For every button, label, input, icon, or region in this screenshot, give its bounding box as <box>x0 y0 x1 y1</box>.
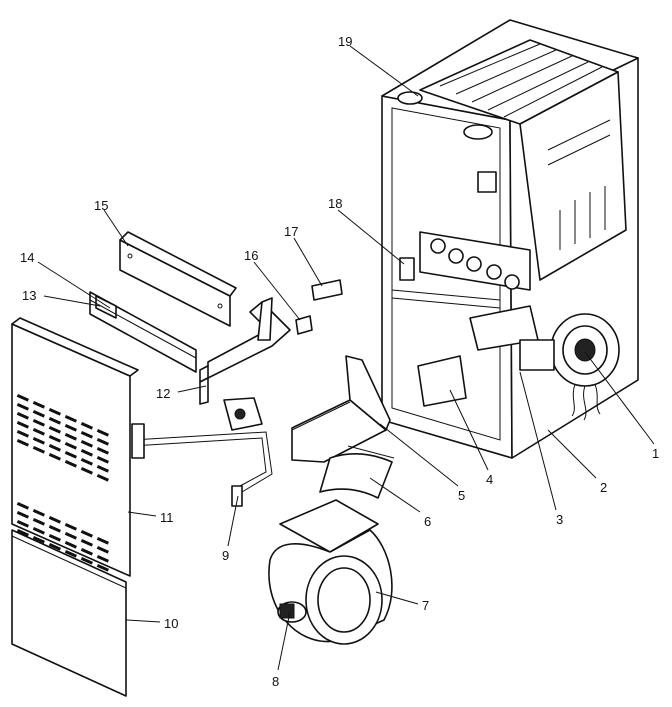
callout-14: 14 <box>20 250 34 265</box>
vent-slot <box>48 426 61 434</box>
vent-slot <box>32 518 45 526</box>
part-13-14-filter-rail <box>89 291 197 373</box>
burner-assembly <box>419 231 531 291</box>
vent-slot <box>80 421 93 430</box>
part-17-clip <box>311 279 343 301</box>
callout-13: 13 <box>22 288 36 303</box>
vent-slot <box>80 431 93 439</box>
vent-slot <box>96 429 109 437</box>
part-15-bracket <box>119 231 237 327</box>
vent-slot <box>16 430 29 438</box>
vent-slot <box>32 427 45 436</box>
vent-slot <box>64 460 77 468</box>
part-8-motor <box>277 601 307 623</box>
vent-slot <box>64 433 77 441</box>
callout-15: 15 <box>94 198 108 213</box>
vent-slot <box>80 556 93 565</box>
vent-slot <box>80 449 93 457</box>
vent-slot <box>16 502 29 510</box>
vent-slot <box>48 435 61 443</box>
vent-slot <box>96 446 109 455</box>
part-5-blower-deck <box>291 355 391 463</box>
vent-slot <box>80 548 93 556</box>
vent-slot <box>96 455 109 464</box>
vent-slot <box>32 410 45 418</box>
part-9-gas-valve <box>131 397 273 507</box>
callout-12: 12 <box>156 386 170 401</box>
vent-slot <box>48 453 61 461</box>
vent-slot <box>80 530 93 538</box>
vent-slot <box>64 415 77 423</box>
heat-exchanger <box>419 39 627 281</box>
vent-slot <box>16 511 29 519</box>
vent-slot <box>80 467 93 475</box>
vent-slot <box>64 451 77 459</box>
vent-slot <box>48 407 61 416</box>
leader-lines <box>37 45 655 671</box>
vent-slot <box>96 537 109 545</box>
vent-slot <box>96 465 109 473</box>
vent-slot <box>16 393 29 402</box>
callout-19: 19 <box>338 34 352 49</box>
vent-slot <box>80 458 93 466</box>
inducer-motor <box>519 313 620 421</box>
vent-slot <box>96 546 109 554</box>
part-11-upper-door <box>11 317 139 590</box>
vent-slot <box>16 529 29 537</box>
furnace-cabinet <box>381 19 639 459</box>
callout-11: 11 <box>160 510 174 525</box>
callout-4: 4 <box>486 472 493 487</box>
vent-slot <box>16 520 29 528</box>
vent-slot <box>64 532 77 540</box>
callout-6: 6 <box>424 514 431 529</box>
callout-8: 8 <box>272 674 279 689</box>
callout-18: 18 <box>328 196 342 211</box>
vent-slot <box>96 438 109 446</box>
part-12-rail <box>199 297 291 405</box>
vent-slot <box>32 527 45 535</box>
vent-slot <box>32 419 45 427</box>
callout-3: 3 <box>556 512 563 527</box>
callout-10: 10 <box>164 616 178 631</box>
vent-slot <box>48 417 61 425</box>
vent-slot <box>96 474 109 482</box>
callout-labels: 1 2 3 4 5 6 7 8 9 10 11 12 13 14 15 16 1… <box>20 34 659 689</box>
vent-slot <box>48 444 61 452</box>
vent-slot <box>16 439 29 447</box>
vent-slot <box>48 543 61 551</box>
callout-2: 2 <box>600 480 607 495</box>
callout-7: 7 <box>422 598 429 613</box>
vent-slot <box>32 436 45 445</box>
vent-slot <box>96 564 109 572</box>
vent-slot <box>48 525 61 533</box>
callout-16: 16 <box>244 248 258 263</box>
vent-slot <box>32 509 45 517</box>
vent-slot <box>32 401 45 409</box>
vent-slot <box>16 412 29 420</box>
callout-9: 9 <box>222 548 229 563</box>
part-16-clip <box>295 315 313 335</box>
vent-slot <box>64 523 77 531</box>
callout-17: 17 <box>284 224 298 239</box>
part-10-lower-door <box>11 529 127 697</box>
vent-slot <box>96 555 109 563</box>
callout-1: 1 <box>652 446 659 461</box>
callout-5: 5 <box>458 488 465 503</box>
vent-slot <box>48 516 61 524</box>
vent-slot <box>32 445 45 454</box>
part-6-cutoff-plate <box>319 445 395 499</box>
vent-slot <box>64 550 77 558</box>
vent-slot <box>64 541 77 549</box>
vent-slot <box>80 440 93 448</box>
vent-slot <box>80 539 93 547</box>
vent-slot <box>32 536 45 544</box>
vent-slot <box>16 421 29 429</box>
vent-slot <box>48 534 61 542</box>
vent-slot <box>64 424 77 432</box>
vent-slot <box>16 402 29 411</box>
vent-slot <box>64 442 77 450</box>
